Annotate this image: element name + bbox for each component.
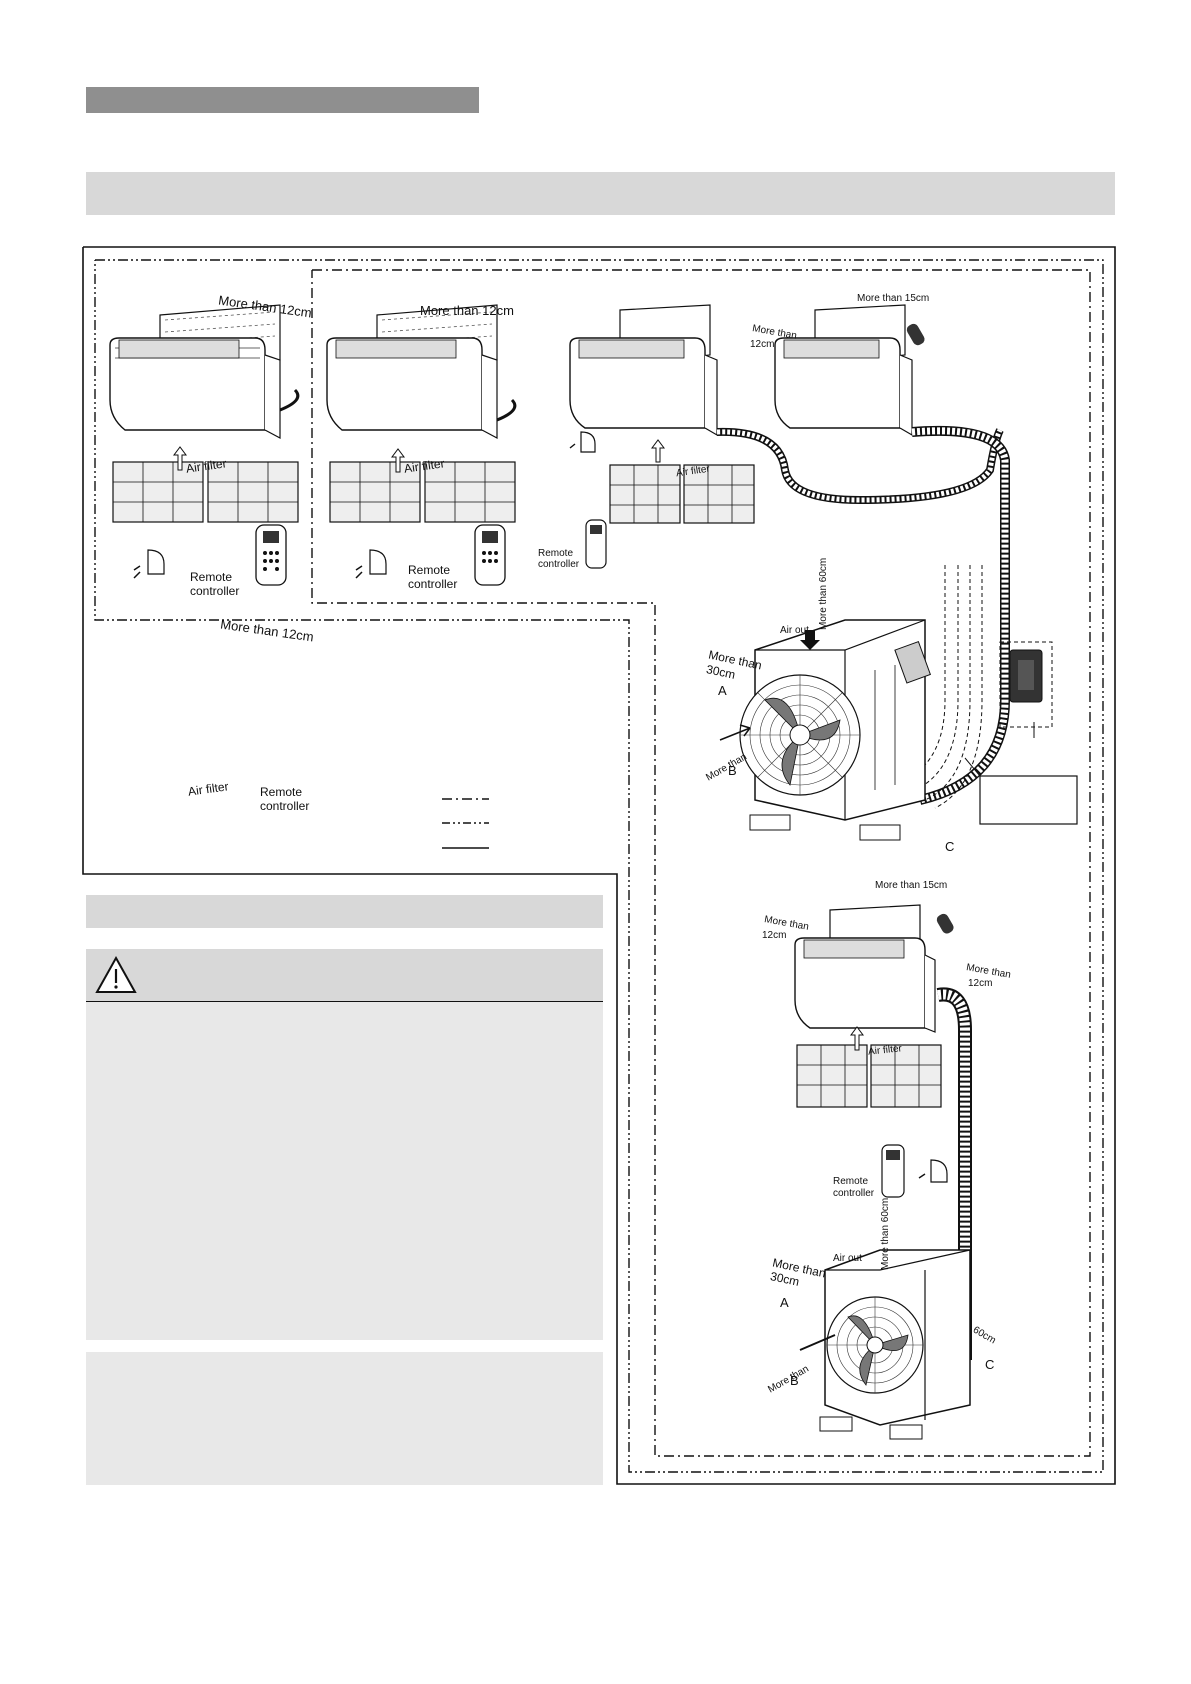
outdoor-unit-2	[819, 1249, 971, 1440]
note-panel	[86, 1352, 603, 1485]
label-controller-2: controller	[408, 577, 458, 591]
indoor-unit-4	[774, 304, 913, 437]
label-air-out-2: Air out	[833, 1253, 862, 1264]
indoor-unit-2	[326, 304, 517, 439]
indoor-unit-3	[569, 304, 718, 437]
label-b-1: B	[728, 763, 737, 778]
piping-4-inner	[911, 427, 1009, 804]
inner-frame-dashdot	[311, 269, 1091, 1457]
label-controller-3: controller	[538, 559, 580, 570]
pipe-cap-4	[906, 323, 925, 346]
piping-5-inner	[937, 989, 970, 1360]
holder-5	[918, 1159, 948, 1183]
callout-box	[979, 775, 1078, 825]
label-controller-4: controller	[260, 799, 310, 813]
section-header-bar	[86, 87, 479, 113]
up-arrow-3	[651, 439, 665, 463]
warning-body-panel	[86, 1002, 603, 1340]
callout-lead	[964, 757, 981, 777]
pipe-cap-5	[936, 913, 954, 934]
label-c-1: C	[945, 839, 955, 854]
label-12cm-left-5: 12cm	[762, 930, 787, 941]
outer-frame	[82, 246, 1116, 1485]
arrow-more-than-1	[719, 724, 751, 741]
up-arrow-1	[173, 446, 187, 471]
label-c-2: C	[985, 1357, 995, 1372]
label-controller-1: controller	[190, 584, 240, 598]
piping-3-inner	[716, 428, 1003, 503]
arrow-air-out-1	[800, 630, 820, 650]
sub-section-bar	[86, 895, 603, 928]
label-more-than-15cm-2: More than 15cm	[875, 880, 948, 891]
warning-triangle-icon	[95, 955, 137, 993]
label-more-than-12cm-2: More than 12cm	[420, 303, 514, 318]
label-12cm-right-5: 12cm	[968, 978, 993, 989]
holder-3	[569, 431, 596, 453]
air-filter-3	[609, 464, 755, 524]
label-b-2: B	[790, 1373, 799, 1388]
air-filter-1	[112, 461, 299, 523]
holder-1	[133, 549, 165, 579]
label-remote-1: Remote	[190, 570, 233, 584]
label-a-2: A	[780, 1295, 789, 1310]
label-more-than-15cm-1: More than 15cm	[857, 293, 930, 304]
label-air-out-1: Air out	[780, 625, 809, 636]
indoor-unit-1	[109, 304, 300, 439]
label-12cm-left-4: 12cm	[750, 339, 775, 350]
label-remote-4: Remote	[260, 785, 303, 799]
remote-2	[474, 524, 506, 586]
indoor-unit-5	[794, 904, 936, 1033]
remote-3	[585, 519, 607, 569]
control-box	[999, 641, 1053, 728]
holder-2	[355, 549, 387, 579]
label-remote-2: Remote	[408, 563, 451, 577]
up-arrow-5	[850, 1026, 864, 1051]
label-more-than-60cm-1: More than 60cm	[818, 557, 829, 630]
remote-5	[881, 1144, 905, 1198]
label-remote-3: Remote	[538, 548, 574, 559]
inner-frame-dashdotdot	[94, 259, 1104, 1473]
air-filter-2	[329, 461, 516, 523]
remote-1	[255, 524, 287, 586]
up-arrow-2	[391, 448, 405, 473]
label-remote-5: Remote	[833, 1176, 869, 1187]
air-filter-5	[796, 1044, 942, 1108]
label-more-than-60cm-2: More than 60cm	[880, 1197, 891, 1270]
label-controller-5: controller	[833, 1188, 875, 1199]
label-a-1: A	[718, 683, 727, 698]
title-bar	[86, 172, 1115, 215]
arrow-more-than-2	[799, 1334, 836, 1351]
warning-header	[86, 949, 603, 1002]
outdoor-unit-1	[739, 619, 932, 841]
